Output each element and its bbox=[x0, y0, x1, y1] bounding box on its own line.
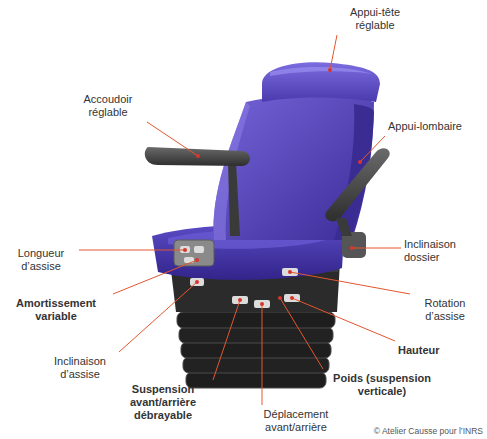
callout-label: Poids (suspension verticale) bbox=[326, 372, 438, 398]
callout-label: Rotation d’assise bbox=[413, 297, 477, 323]
callout-label: Suspension avant/arrière débrayable bbox=[116, 383, 210, 422]
control-box bbox=[174, 240, 214, 266]
leader-line bbox=[292, 298, 395, 341]
headrest bbox=[262, 62, 380, 102]
callout-label: Accoudoir réglable bbox=[72, 93, 144, 119]
leader-line bbox=[290, 272, 410, 294]
leader-dot bbox=[288, 270, 292, 274]
callout-label: Appui-tête réglable bbox=[340, 6, 410, 32]
leader-line bbox=[147, 122, 198, 156]
callout-label: Inclinaison d’assise bbox=[44, 355, 116, 381]
leader-dot bbox=[260, 302, 264, 306]
backrest bbox=[214, 95, 374, 241]
leader-dot bbox=[358, 160, 362, 164]
leader-dot bbox=[278, 296, 282, 300]
callout-label: Inclinaison dossier bbox=[404, 238, 476, 264]
callout-label: Amortissement variable bbox=[2, 297, 110, 323]
leader-line bbox=[213, 300, 240, 380]
leader-line bbox=[330, 35, 337, 70]
leader-line bbox=[113, 260, 197, 294]
leader-line bbox=[360, 136, 385, 162]
callout-label: Longueur d’assise bbox=[6, 247, 76, 273]
leader-line bbox=[79, 250, 185, 251]
leader-dot bbox=[238, 298, 242, 302]
leader-line bbox=[352, 248, 401, 249]
leader-dot bbox=[290, 296, 294, 300]
leader-dot bbox=[196, 154, 200, 158]
control-button bbox=[232, 296, 248, 304]
leader-dot bbox=[183, 248, 187, 252]
watermark: © Atelier Causse pour l’INRS bbox=[338, 425, 483, 438]
callout-label: Appui-lombaire bbox=[388, 120, 478, 133]
leader-dot bbox=[195, 258, 199, 262]
leader-dot bbox=[195, 280, 199, 284]
armrest bbox=[325, 148, 390, 221]
control-button bbox=[190, 278, 204, 286]
leader-dot bbox=[350, 246, 354, 250]
callout-label: Hauteur bbox=[398, 344, 458, 357]
leader-dot bbox=[328, 68, 332, 72]
leader-line bbox=[262, 304, 263, 405]
leader-line bbox=[280, 298, 323, 369]
armrest bbox=[145, 147, 250, 166]
leader-line bbox=[119, 282, 197, 352]
callout-label: Déplacement avant/arrière bbox=[248, 408, 344, 434]
control-button bbox=[282, 268, 298, 276]
